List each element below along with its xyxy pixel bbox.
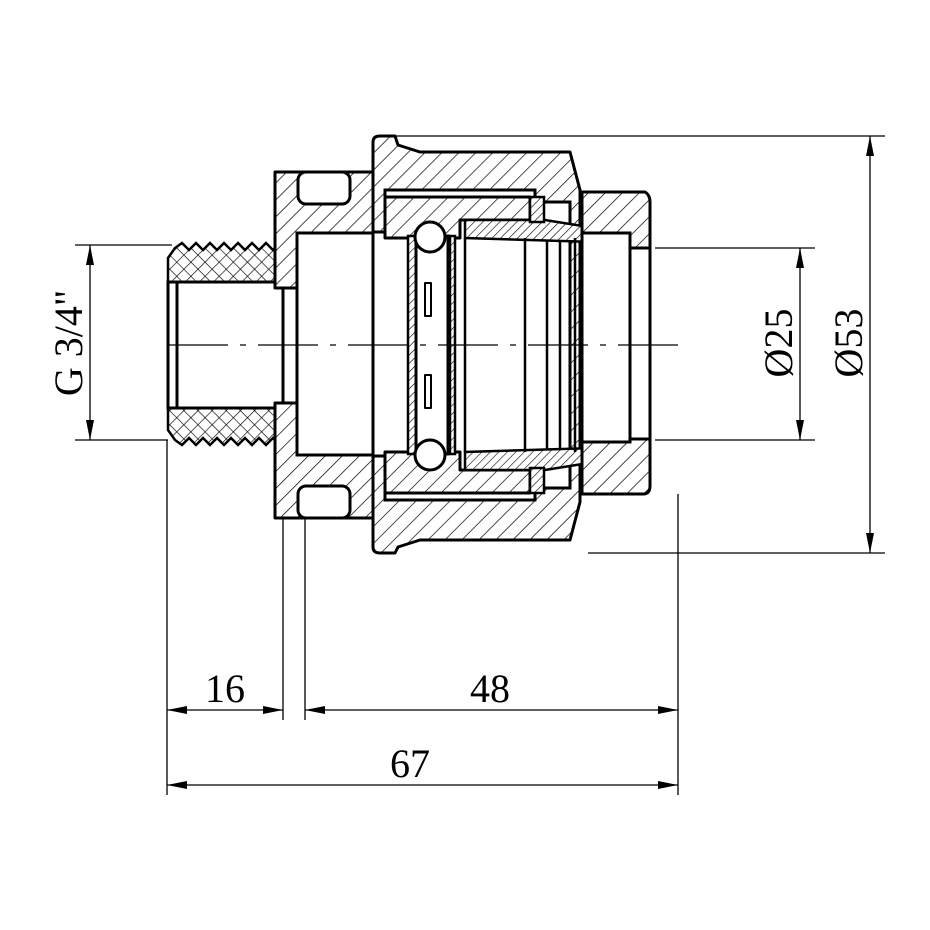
extension-lines	[75, 135, 885, 795]
threaded-nipple	[166, 241, 285, 447]
dim-thread-label: G 3/4"	[46, 290, 91, 396]
dim-thread-length-label: 16	[205, 666, 245, 711]
ring-ball-top	[413, 220, 447, 254]
dim-total-length-label: 67	[390, 741, 430, 786]
ring-ball-bottom	[413, 438, 447, 472]
dim-outer-diameter-label: Ø53	[826, 309, 871, 378]
fitting-body	[273, 170, 375, 520]
end-cap	[580, 190, 652, 496]
clamp-ring	[406, 220, 457, 472]
dim-inner-diameter-label: Ø25	[756, 309, 801, 378]
dim-body-length-label: 48	[470, 666, 510, 711]
